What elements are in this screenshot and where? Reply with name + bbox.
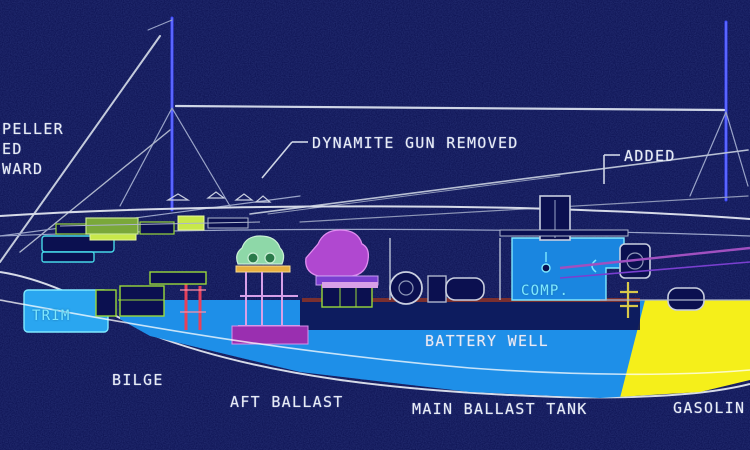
deck-structures xyxy=(59,191,272,235)
battery-well-void xyxy=(300,300,640,330)
comp-compartment xyxy=(499,195,629,301)
leader-dynamite-gun-tail xyxy=(261,141,293,179)
machinery-aft-cluster xyxy=(41,223,379,345)
rigging-lines xyxy=(0,35,749,263)
masts-and-antenna xyxy=(119,16,749,212)
callout-leaders xyxy=(261,141,620,184)
machinery-midship xyxy=(322,238,501,305)
waterline-references xyxy=(0,299,750,376)
machinery-forward xyxy=(559,243,750,318)
gasoline-tank-fill xyxy=(620,300,750,398)
